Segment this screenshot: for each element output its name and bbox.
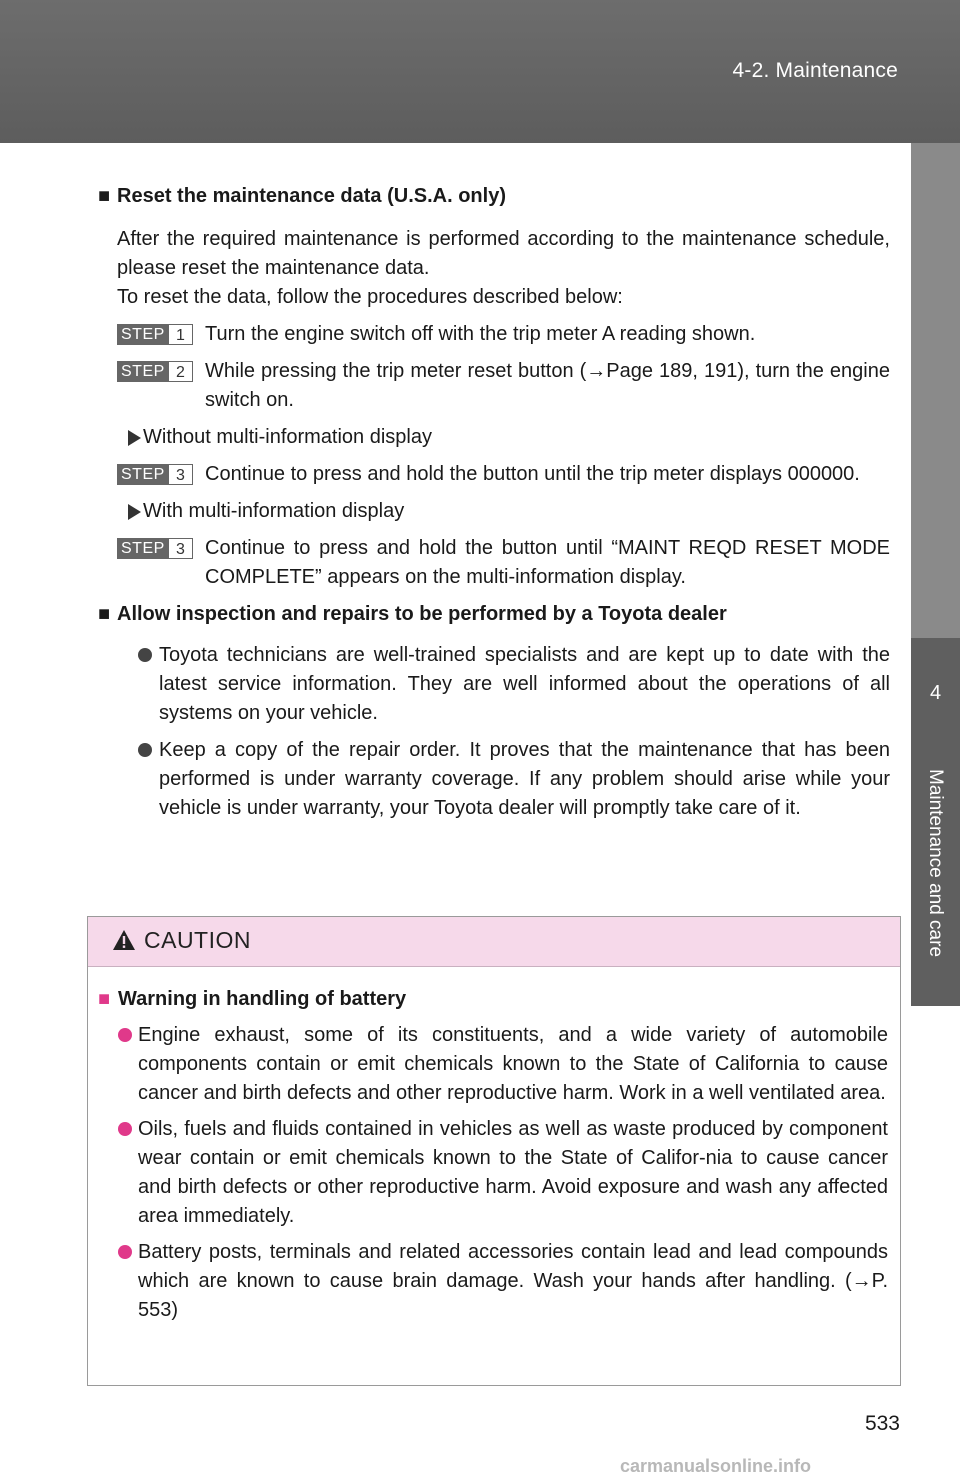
side-tab-spacer [911, 143, 960, 638]
arrow-right-icon [128, 504, 141, 520]
inspection-heading: ■ Allow inspection and repairs to be per… [98, 600, 890, 629]
warning-triangle-icon [113, 930, 135, 950]
arrow-right-icon [128, 430, 141, 446]
chapter-label: Maintenance and care [925, 768, 946, 958]
bullet-dot-icon [118, 1245, 132, 1259]
step-badge: STEP 3 [117, 538, 193, 559]
watermark: carmanualsonline.info [620, 1456, 812, 1476]
square-bullet-icon: ■ [98, 185, 111, 207]
step-3-without-display: STEP 3 Continue to press and hold the bu… [117, 460, 890, 489]
step-badge: STEP 1 [117, 324, 193, 345]
caution-bullet-1: Engine exhaust, some of its constituents… [118, 1021, 888, 1108]
inspection-bullet-2: Keep a copy of the repair order. It prov… [138, 736, 890, 823]
step-badge: STEP 3 [117, 464, 193, 485]
caution-heading: ■ Warning in handling of battery [98, 985, 888, 1014]
step-1: STEP 1 Turn the engine switch off with t… [117, 320, 890, 349]
reset-instructions: To reset the data, follow the procedures… [117, 286, 623, 308]
reset-heading: ■ Reset the maintenance data (U.S.A. onl… [98, 182, 890, 211]
caution-bullet-3: Battery posts, terminals and related acc… [118, 1238, 888, 1325]
square-bullet-icon: ■ [98, 988, 111, 1010]
step-3-with-display: STEP 3 Continue to press and hold the bu… [117, 534, 890, 592]
caution-title: CAUTION [144, 927, 251, 953]
step-text: Continue to press and hold the button un… [205, 463, 860, 485]
bullet-dot-icon [138, 648, 152, 662]
caution-header: CAUTION [88, 917, 900, 967]
caution-body: ■ Warning in handling of battery Engine … [98, 985, 888, 1325]
chapter-number: 4 [929, 682, 942, 704]
inspection-bullet-1: Toyota technicians are well-trained spec… [138, 641, 890, 728]
square-bullet-icon: ■ [98, 603, 111, 625]
caution-box: CAUTION ■ Warning in handling of battery… [87, 916, 901, 1386]
section-title: 4-2. Maintenance [732, 59, 898, 82]
step-2: STEP 2 While pressing the trip meter res… [117, 357, 890, 415]
chapter-side-tab: 4 Maintenance and care [911, 638, 960, 1006]
variant-with-display: With multi-information display [128, 497, 890, 526]
step-text: Continue to press and hold the button un… [205, 537, 890, 588]
reset-paragraph: After the required maintenance is perfor… [117, 228, 890, 279]
variant-without-display: Without multi-information display [128, 423, 890, 452]
step-text: Turn the engine switch off with the trip… [205, 323, 756, 345]
page-header: 4-2. Maintenance [0, 0, 960, 143]
page-number: 533 [864, 1412, 900, 1435]
step-badge: STEP 2 [117, 361, 193, 382]
main-content: ■ Reset the maintenance data (U.S.A. onl… [98, 182, 890, 823]
step-text: While pressing the trip meter reset butt… [205, 360, 890, 411]
caution-bullet-2: Oils, fuels and fluids contained in vehi… [118, 1115, 888, 1231]
bullet-dot-icon [118, 1122, 132, 1136]
bullet-dot-icon [138, 743, 152, 757]
bullet-dot-icon [118, 1028, 132, 1042]
